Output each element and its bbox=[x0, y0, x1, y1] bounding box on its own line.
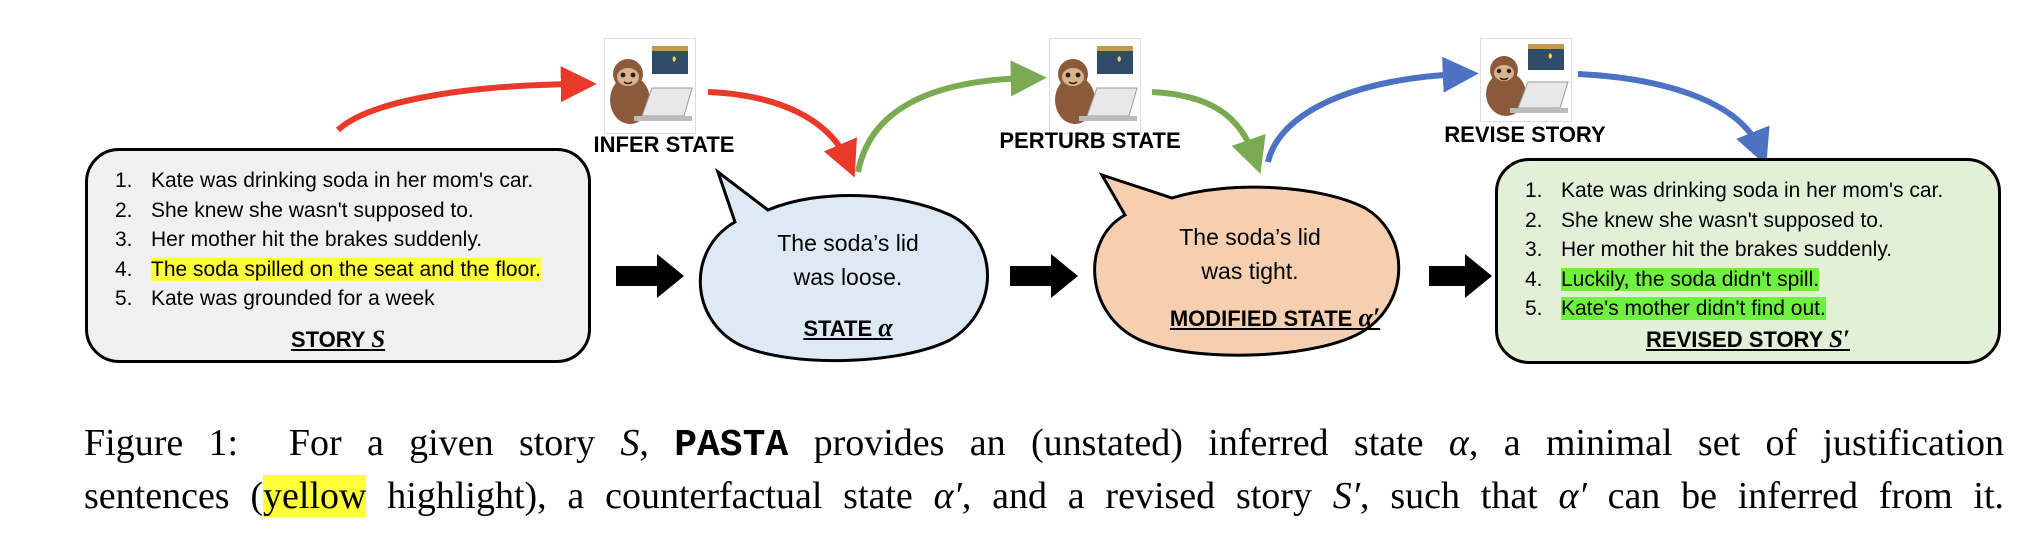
perturb-sloth-icon bbox=[1049, 38, 1141, 134]
perturb-arrow-out bbox=[1151, 89, 1266, 174]
infer-sloth-icon bbox=[604, 38, 696, 134]
sentence-text: Her mother hit the brakes suddenly. bbox=[1561, 238, 1893, 261]
block-arrow-3 bbox=[1429, 254, 1492, 298]
list-item: 1.Kate was drinking soda in her mom's ca… bbox=[115, 169, 534, 192]
list-item: 4.The soda spilled on the seat and the f… bbox=[115, 257, 541, 281]
story-sentence-list: 1.Kate was drinking soda in her mom's ca… bbox=[115, 166, 541, 314]
sentence-text: Kate was drinking soda in her mom's car. bbox=[1561, 179, 1944, 202]
sentence-text: Kate was drinking soda in her mom's car. bbox=[151, 169, 534, 192]
sentence-text: Kate was grounded for a week bbox=[151, 287, 435, 310]
list-item: 2.She knew she wasn't supposed to. bbox=[115, 198, 474, 222]
revised-sentence: Luckily, the soda didn't spill. bbox=[1561, 267, 1820, 291]
block-arrow-1 bbox=[616, 254, 684, 298]
sentence-text: Her mother hit the brakes suddenly. bbox=[151, 228, 483, 251]
infer-state-label: INFER STATE bbox=[593, 132, 735, 157]
state-text: The soda’s lid was loose. bbox=[777, 230, 919, 290]
revised-sentence: Kate's mother didn't find out. bbox=[1561, 297, 1826, 320]
perturb-arrow-in bbox=[855, 60, 1047, 173]
list-item: 1.Kate was drinking soda in her mom's ca… bbox=[1525, 179, 1944, 202]
story-label: STORY S bbox=[290, 326, 386, 353]
infer-arrow-out bbox=[707, 89, 857, 178]
modified-state-text: The soda’s lid was tight. bbox=[1179, 224, 1321, 284]
modified-state-bubble bbox=[1093, 172, 1401, 357]
pasta-name: PASTA bbox=[674, 424, 789, 467]
revise-arrow-out bbox=[1577, 71, 1770, 166]
revised-story-label: REVISED STORY S′ bbox=[1646, 326, 1850, 353]
story-box: 1.Kate was drinking soda in her mom's ca… bbox=[85, 148, 591, 363]
figure-caption: Figure 1: For a given story S, PASTA pro… bbox=[84, 418, 2004, 522]
list-item: 3.Her mother hit the brakes suddenly. bbox=[115, 228, 483, 251]
revise-story-label: REVISE STORY bbox=[1444, 122, 1606, 147]
list-item: 3.Her mother hit the brakes suddenly. bbox=[1525, 238, 1893, 261]
highlighted-sentence: The soda spilled on the seat and the flo… bbox=[151, 257, 541, 281]
caption-line-2: sentences (yellow highlight), a counterf… bbox=[84, 475, 2005, 517]
modified-state-label: MODIFIED STATE α′ bbox=[1169, 303, 1381, 332]
caption-line-1: Figure 1: For a given story S, PASTA pro… bbox=[84, 422, 2005, 467]
list-item: 5.Kate's mother didn't find out. bbox=[1525, 297, 1826, 320]
state-label: STATE α bbox=[803, 313, 893, 342]
revised-story-box: 1.Kate was drinking soda in her mom's ca… bbox=[1495, 158, 2001, 364]
state-bubble bbox=[698, 167, 989, 363]
list-item: 4.Luckily, the soda didn't spill. bbox=[1525, 267, 1820, 291]
list-item: 5.Kate was grounded for a week bbox=[115, 287, 435, 310]
revise-arrow-in bbox=[1265, 56, 1479, 163]
revise-sloth-icon bbox=[1480, 38, 1572, 122]
yellow-highlight-word: yellow bbox=[263, 475, 367, 517]
infer-arrow-in bbox=[335, 66, 597, 133]
sentence-text: She knew she wasn't supposed to. bbox=[1561, 208, 1884, 232]
figure-number: Figure 1: bbox=[84, 422, 239, 464]
perturb-state-label: PERTURB STATE bbox=[999, 128, 1181, 153]
list-item: 2.She knew she wasn't supposed to. bbox=[1525, 208, 1884, 232]
sentence-text: She knew she wasn't supposed to. bbox=[151, 198, 474, 222]
revised-sentence-list: 1.Kate was drinking soda in her mom's ca… bbox=[1525, 176, 1943, 324]
block-arrow-2 bbox=[1010, 254, 1078, 298]
